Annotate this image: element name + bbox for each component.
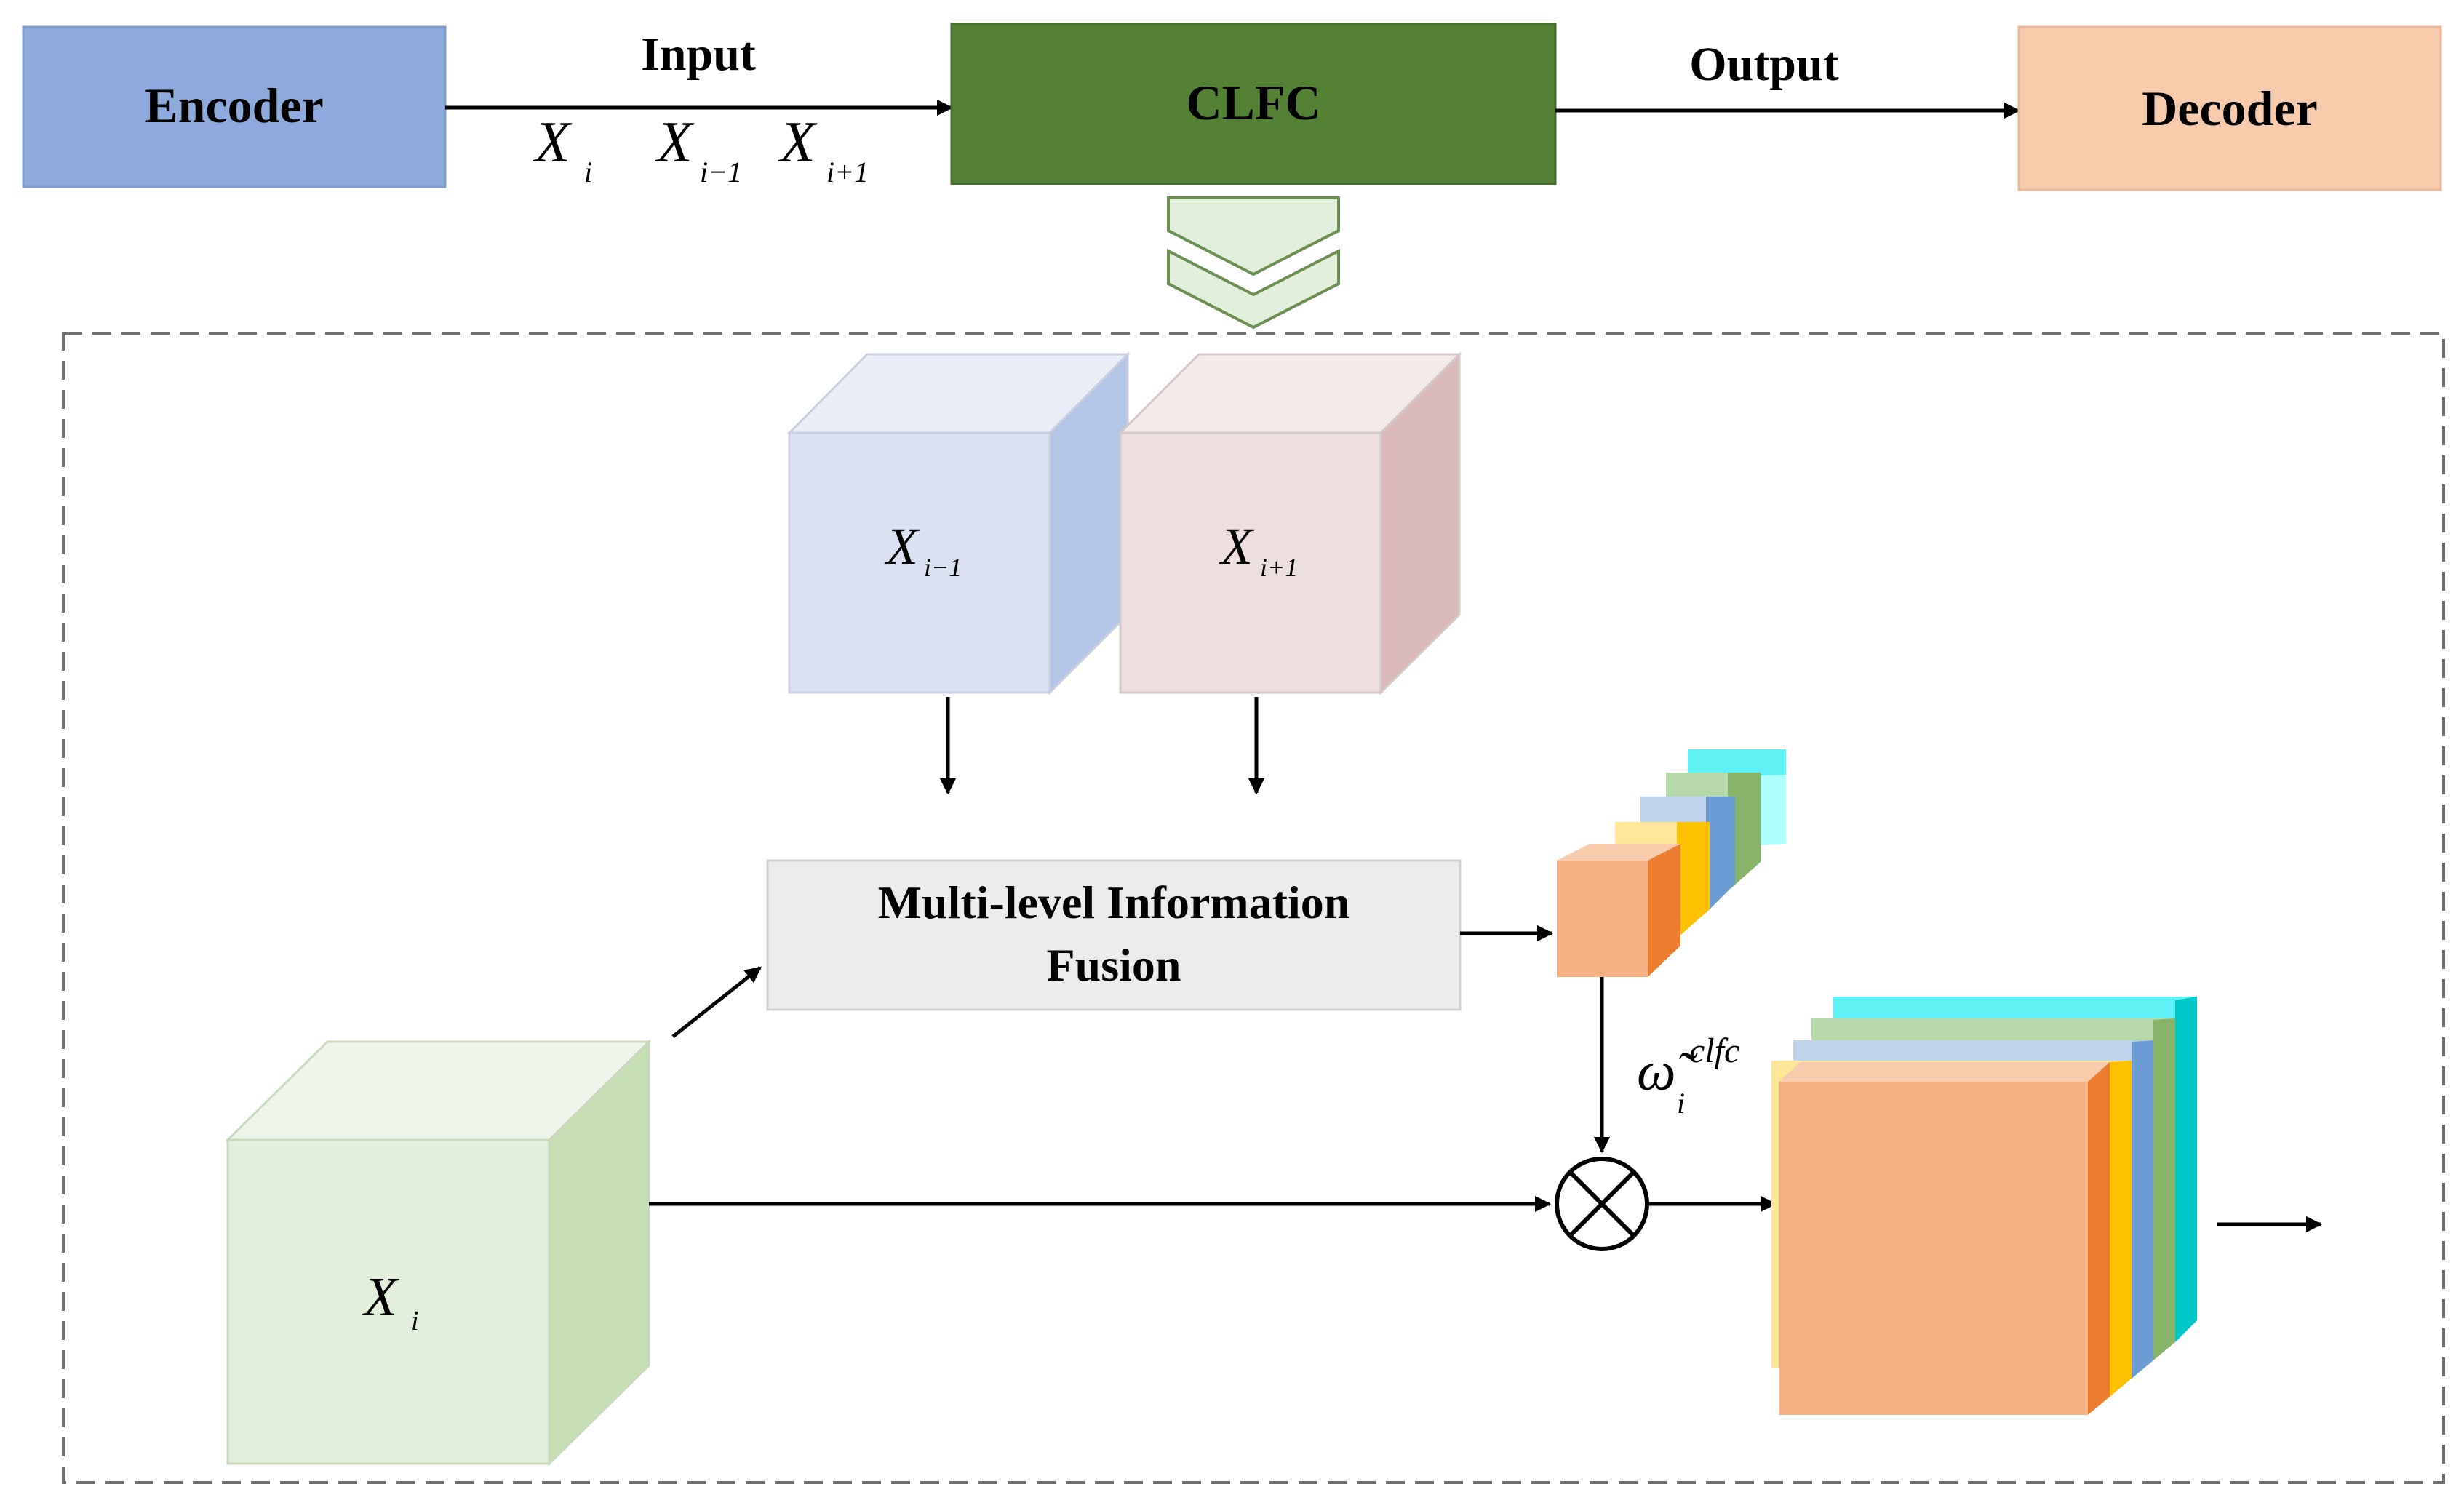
multiply-circle-icon xyxy=(1555,1157,1649,1251)
encoder-label: Encoder xyxy=(145,78,324,133)
cube-xi-plus-1: X i+1 xyxy=(1117,351,1462,695)
cube-xi: X i xyxy=(225,1039,652,1467)
svg-text:i−1: i−1 xyxy=(700,156,742,188)
output-label: Output xyxy=(1689,38,1838,91)
svg-text:i+1: i+1 xyxy=(826,156,869,188)
detail-panel xyxy=(62,332,2445,1484)
clfc-label: CLFC xyxy=(1186,75,1320,130)
fusion-box xyxy=(766,859,1462,1011)
fusion-label-line2: Fusion xyxy=(1047,939,1181,991)
double-chevron-down-icon xyxy=(1167,196,1340,330)
svg-text:X: X xyxy=(362,1266,399,1328)
input-label: Input xyxy=(641,28,756,81)
svg-text:i: i xyxy=(1677,1087,1685,1120)
fusion-label-line1: Multi-level Information xyxy=(878,877,1350,928)
output-volume xyxy=(1771,997,2197,1415)
weight-stack xyxy=(1557,749,1786,977)
input-xi-plus-1: X i+1 xyxy=(778,111,869,188)
svg-text:X: X xyxy=(1219,517,1255,575)
decoder-label: Decoder xyxy=(2142,81,2318,136)
decoder-box xyxy=(2017,25,2442,191)
svg-text:X: X xyxy=(884,517,920,575)
arrow-xi-to-fusion xyxy=(671,966,762,1038)
weight-label: ω̃ i clfc xyxy=(1637,1032,1739,1120)
svg-text:X: X xyxy=(655,111,695,175)
svg-text:X: X xyxy=(778,111,818,175)
svg-text:i: i xyxy=(584,156,592,188)
svg-text:i+1: i+1 xyxy=(1260,553,1298,582)
svg-text:i−1: i−1 xyxy=(924,553,962,582)
encoder-box xyxy=(22,25,447,188)
clfc-box xyxy=(950,23,1557,185)
input-xi-minus-1: X i−1 xyxy=(655,111,742,188)
svg-text:X: X xyxy=(533,111,573,175)
cube-xi-minus-1: X i−1 xyxy=(786,351,1131,695)
svg-text:i: i xyxy=(411,1306,419,1336)
svg-text:clfc: clfc xyxy=(1689,1032,1739,1070)
input-xi: X i xyxy=(533,111,592,188)
